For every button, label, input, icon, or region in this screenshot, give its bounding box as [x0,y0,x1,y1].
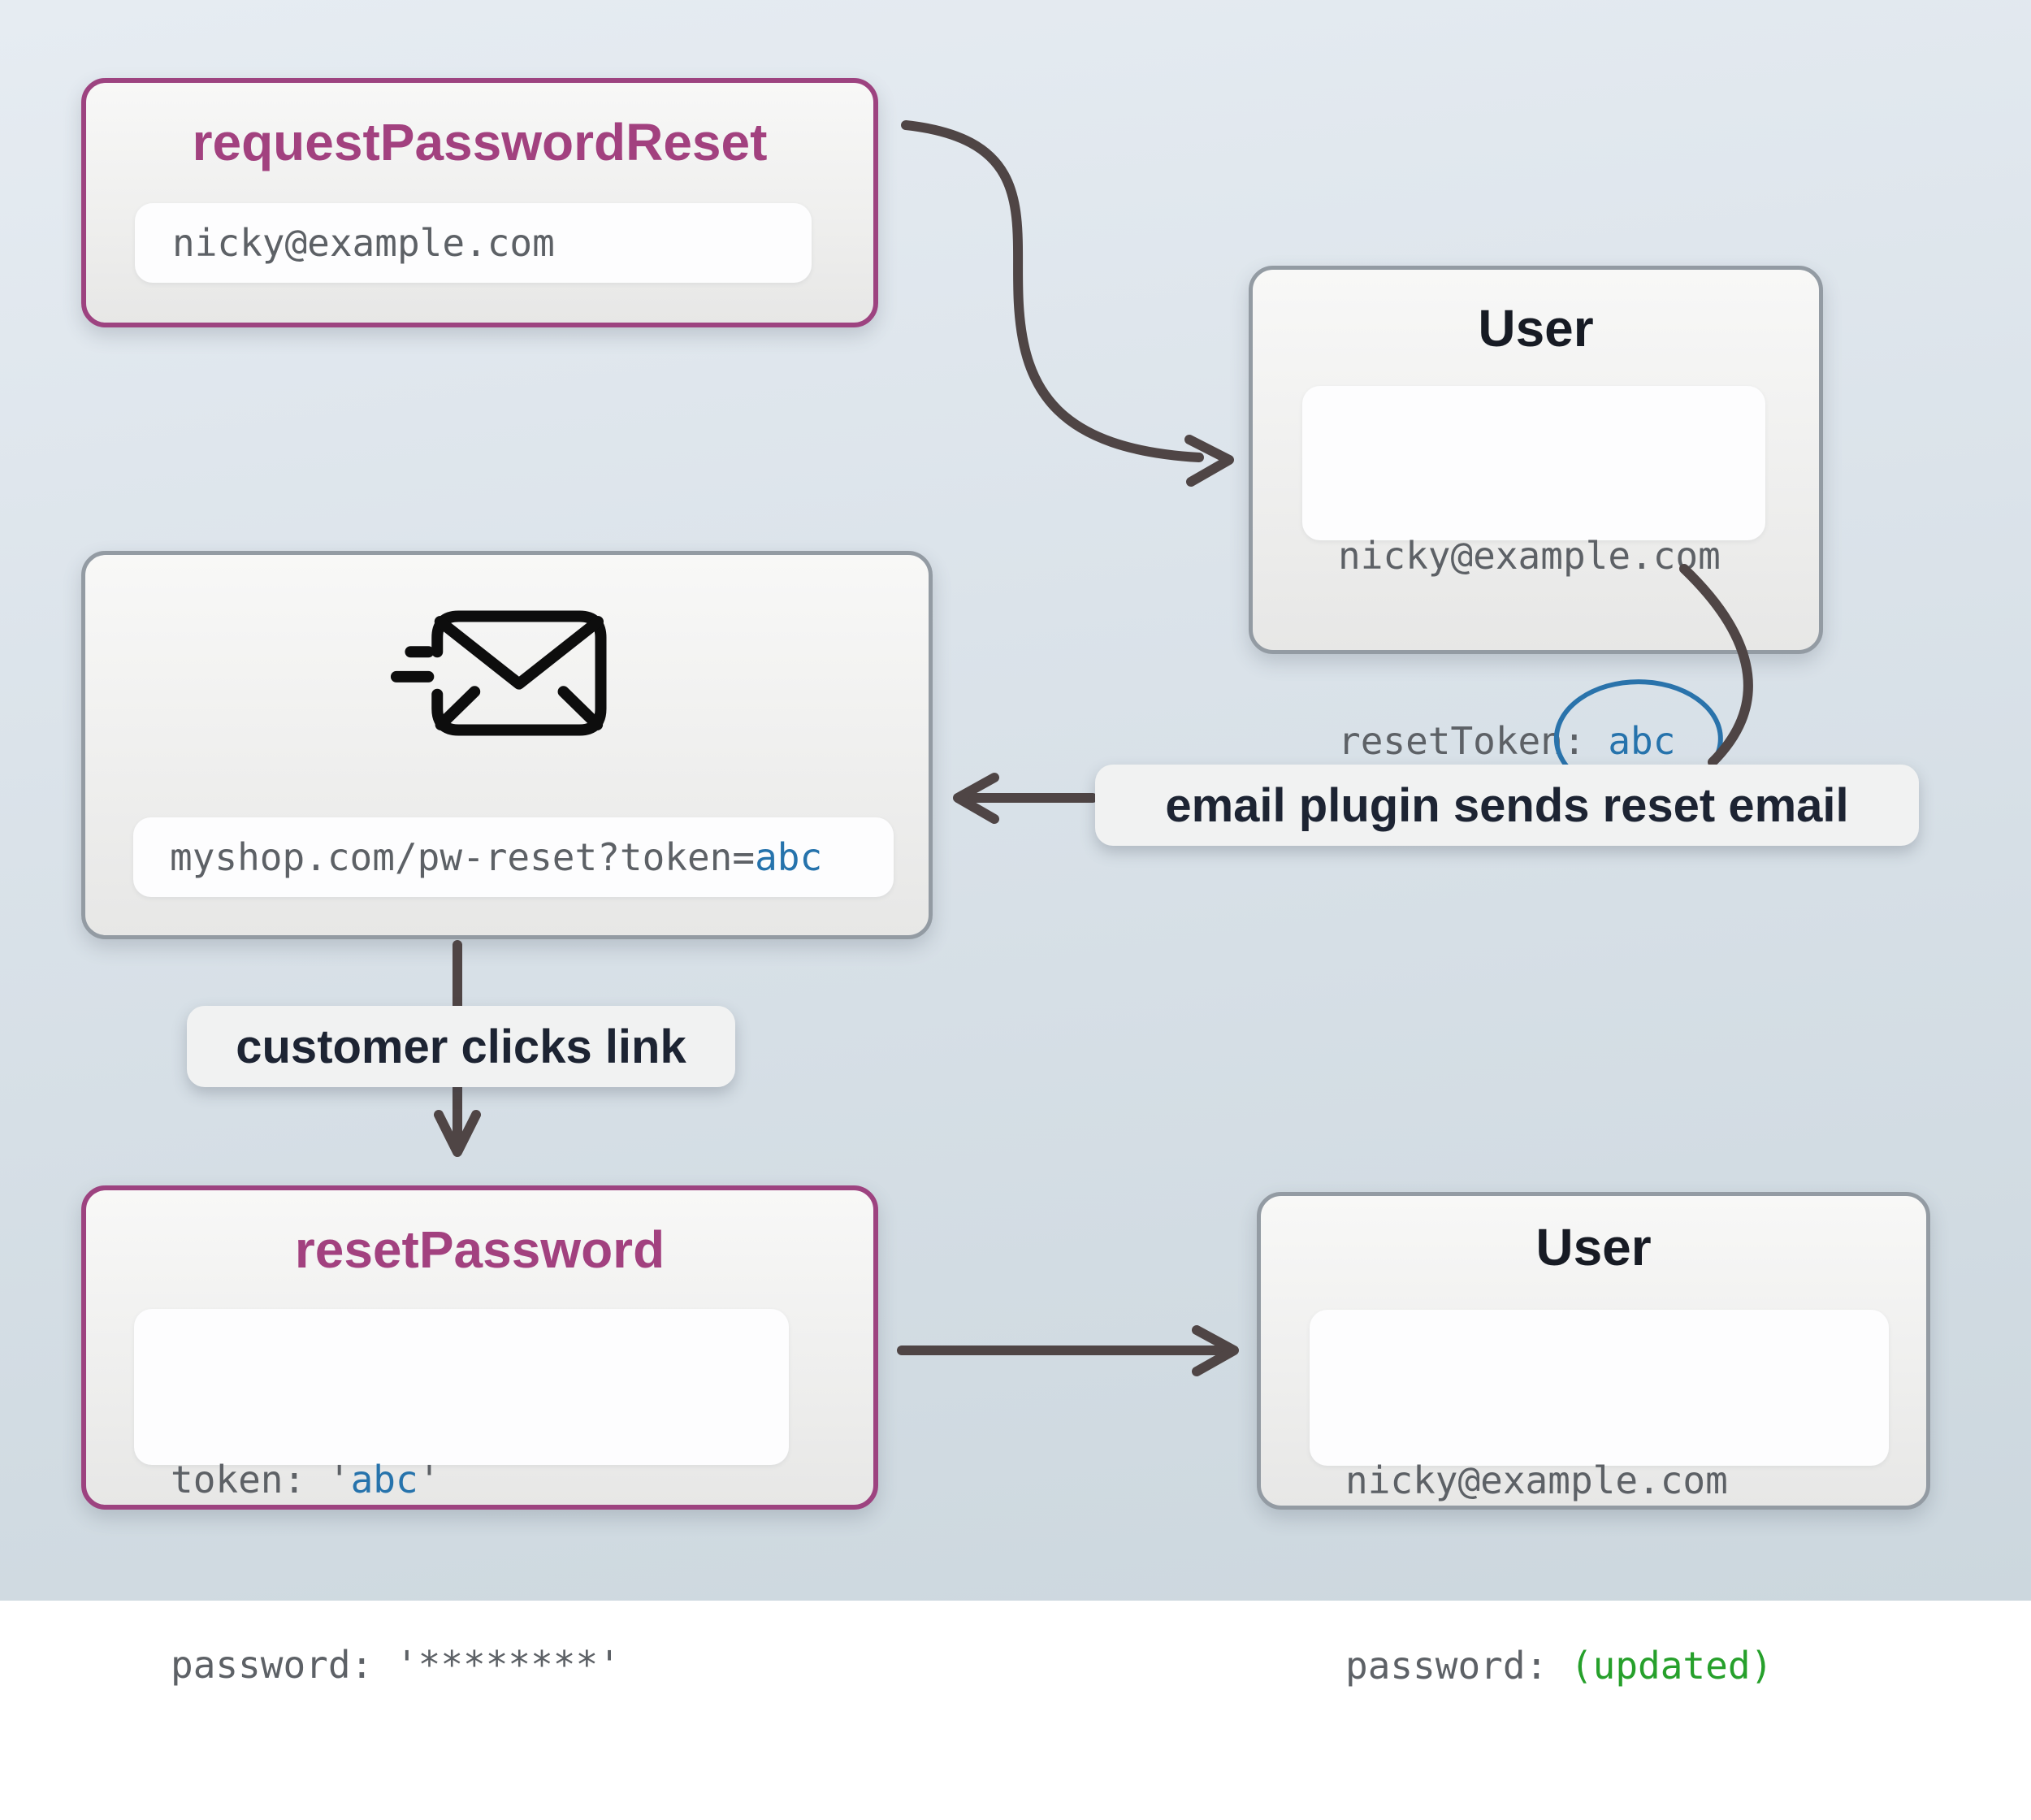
user-bottom-password-value: (updated) [1570,1644,1773,1688]
reset-token-arg-line: token: 'abc' [171,1449,789,1510]
arrowhead-email-to-reset [434,1110,481,1157]
arrowhead-reset-to-user [1192,1325,1239,1376]
mail-send-icon [390,610,607,736]
reset-token-arg-suffix: ' [418,1458,441,1502]
reset-password-args-box: token: 'abc' password: '********' [134,1309,789,1687]
reset-password-arg-line: password: '********' [171,1643,621,1687]
user-bottom-password-line: password: (updated) [1345,1635,1889,1696]
user-top-record-box: nicky@example.com resetToken: abc [1302,386,1765,799]
request-password-reset-node: requestPasswordReset nicky@example.com [81,78,878,327]
user-top-email: nicky@example.com [1338,534,1721,578]
reset-email-node: myshop.com/pw-reset?token=abc [81,551,933,939]
user-top-title: User [1478,299,1594,358]
reset-link-url-prefix: myshop.com/pw-reset?token= [170,835,756,879]
user-bottom-password-label: password: [1345,1644,1570,1688]
user-top-token-line: resetToken: abc [1338,679,1765,799]
request-email-value-box: nicky@example.com [135,203,812,283]
request-password-reset-title: requestPasswordReset [192,113,768,171]
arrow-request-to-user [901,120,1204,462]
user-bottom-record-box: nicky@example.com password: (updated) [1310,1310,1889,1688]
email-plugin-label: email plugin sends reset email [1095,765,1919,846]
user-node-top: User nicky@example.com resetToken: abc [1249,266,1823,799]
reset-password-node: resetPassword token: 'abc' password: '**… [81,1185,878,1687]
arrowhead-label-to-email [953,773,999,824]
arrowhead-request-to-user [1184,435,1234,487]
reset-password-title: resetPassword [294,1220,665,1279]
reset-link-url: myshop.com/pw-reset?token=abc [133,817,894,888]
user-bottom-email: nicky@example.com [1345,1458,1728,1502]
user-bottom-title: User [1535,1218,1652,1276]
customer-clicks-label: customer clicks link [187,1006,735,1087]
password-reset-flow-diagram: requestPasswordReset nicky@example.com U… [0,0,2031,1688]
reset-token-arg-value: abc [350,1458,418,1502]
reset-token-value: abc [1608,719,1676,763]
reset-link-token: abc [755,835,823,879]
request-email-value: nicky@example.com [172,221,555,265]
reset-token-arg-prefix: token: ' [171,1458,351,1502]
reset-link-box: myshop.com/pw-reset?token=abc [133,817,894,897]
reset-token-label: resetToken: [1338,719,1586,763]
user-node-bottom: User nicky@example.com password: (update… [1257,1192,1930,1688]
